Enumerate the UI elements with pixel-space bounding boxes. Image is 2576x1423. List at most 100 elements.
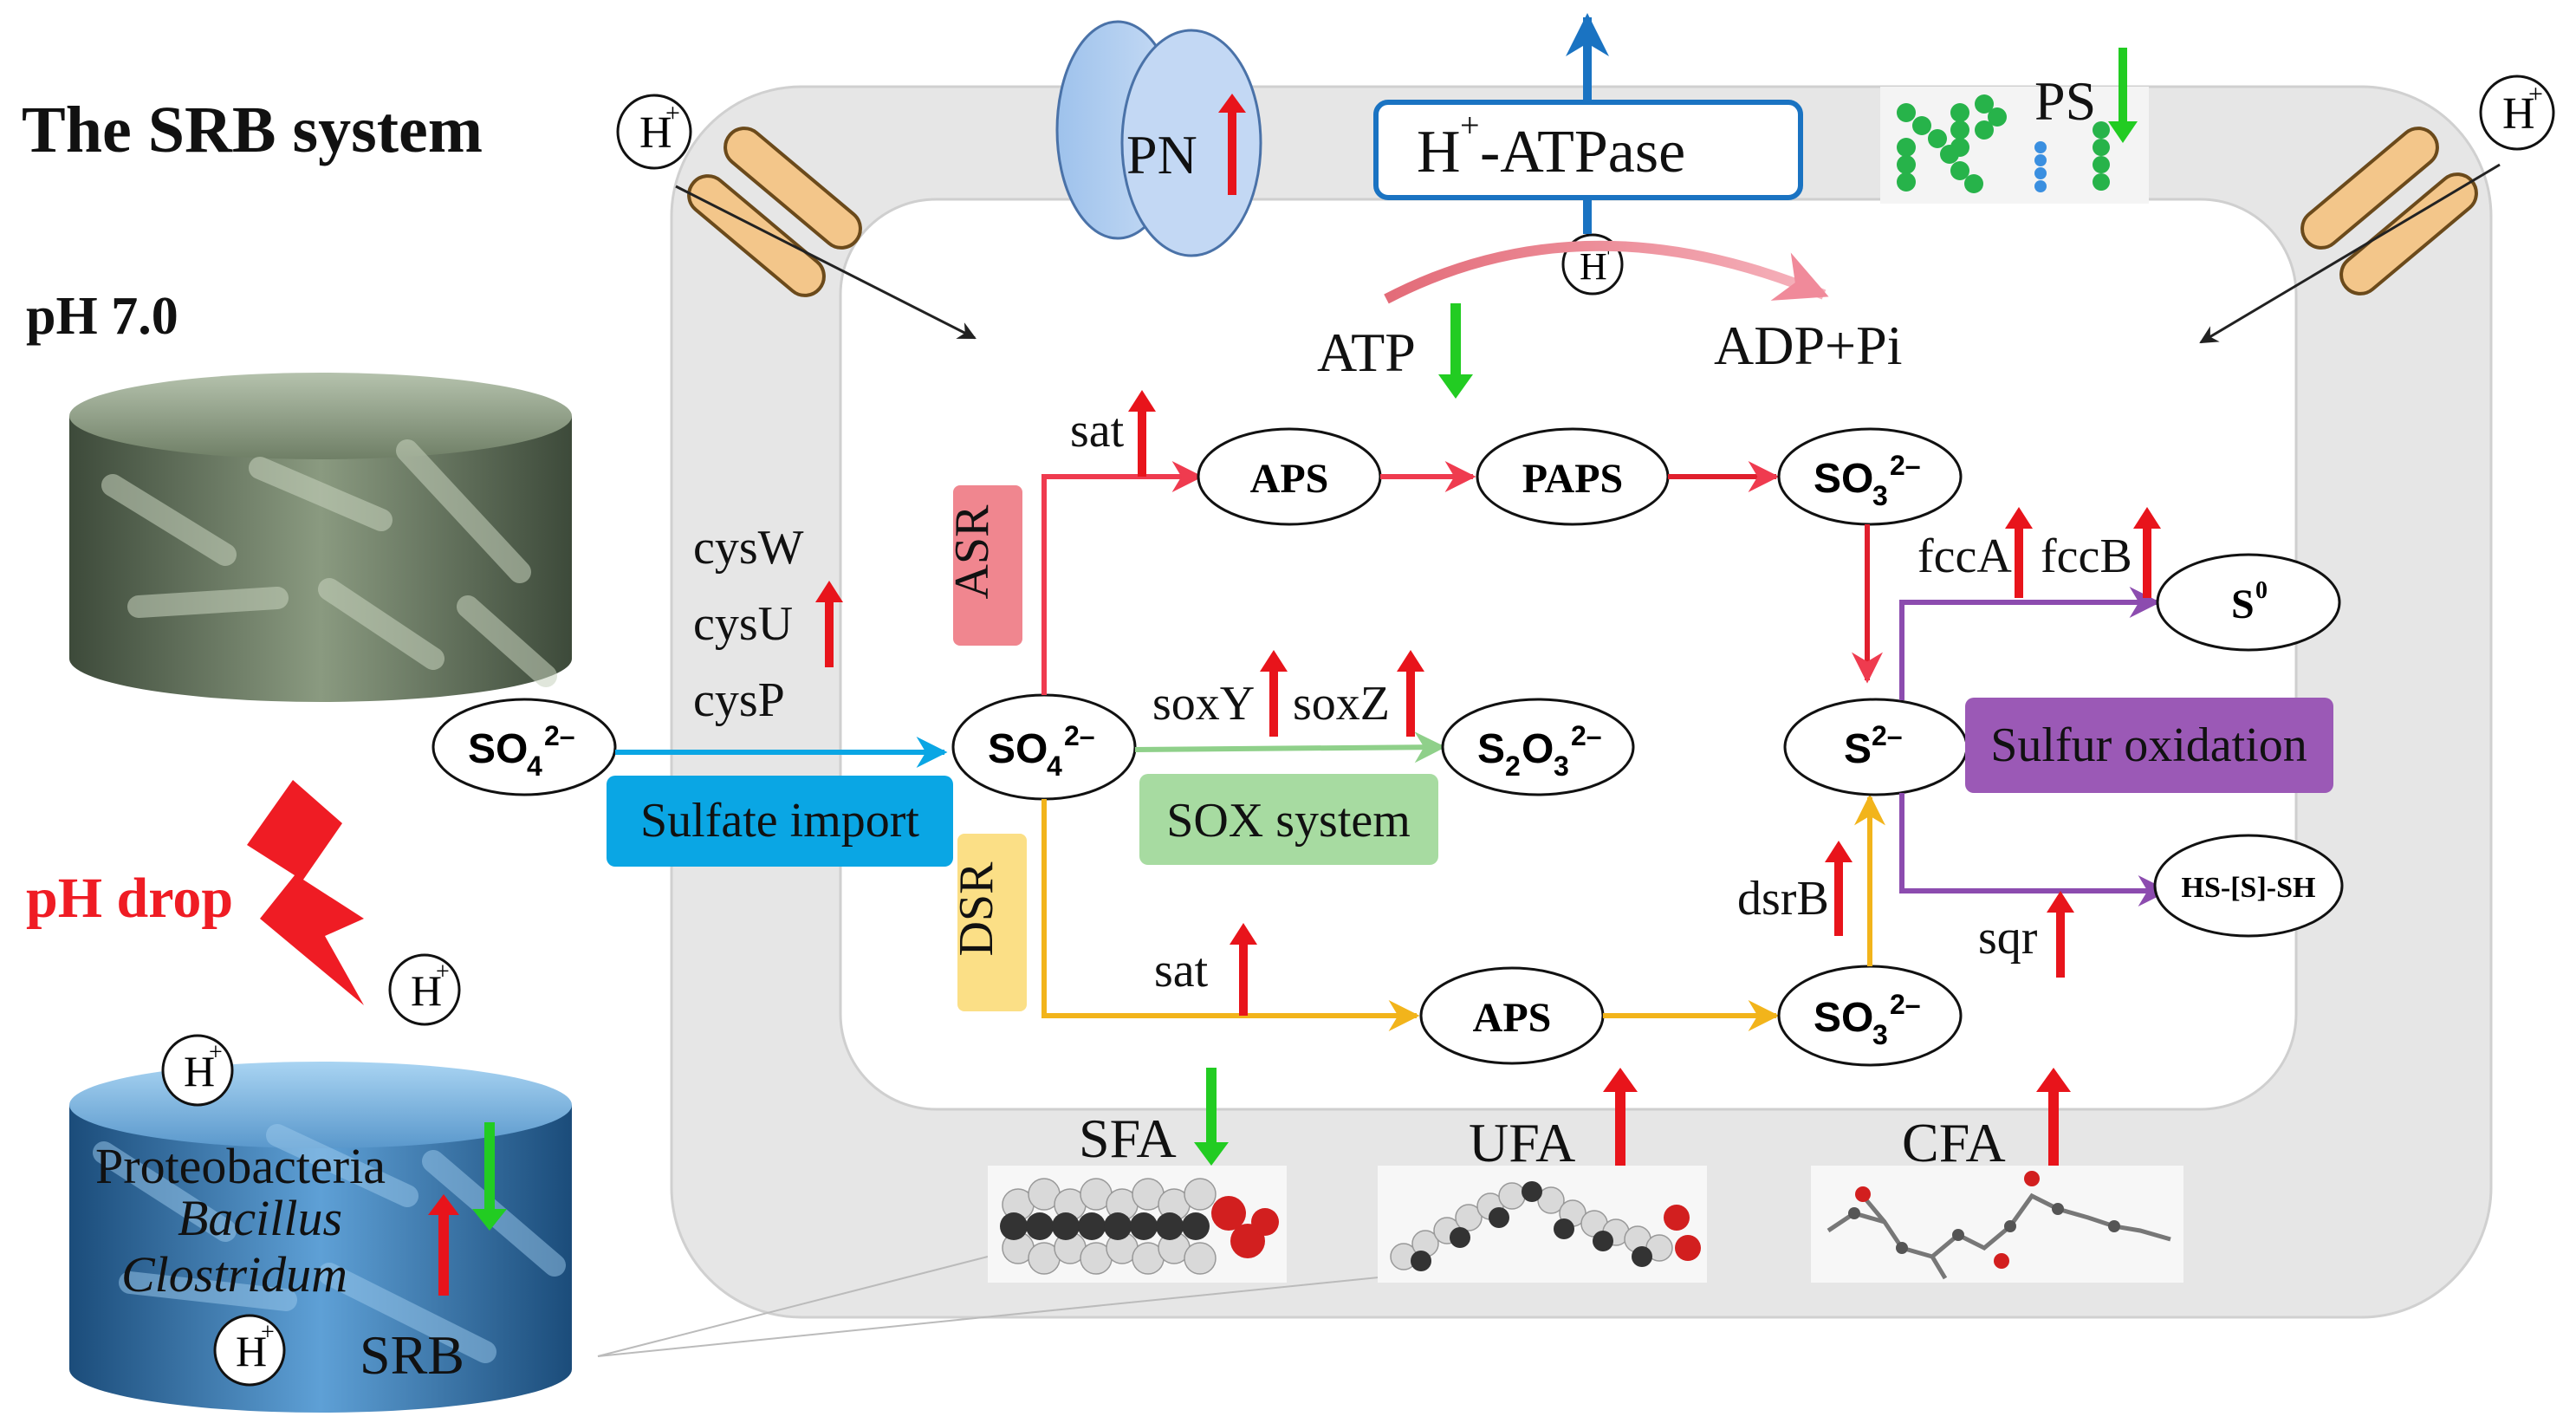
pn-label: PN <box>1126 124 1197 185</box>
s2-to-s0-arrow <box>1899 587 2161 700</box>
so4-in-sup: 2– <box>1064 720 1095 751</box>
bacteria-bacillus: Bacillus <box>178 1190 342 1246</box>
proton-circle: H + <box>616 94 692 170</box>
acid-cylinder <box>69 1062 572 1413</box>
ph-neutral-label: pH 7.0 <box>26 287 178 346</box>
sfa-down-arrowhead <box>1194 1142 1229 1166</box>
fatty-acid-ufa: UFA <box>1469 1112 1575 1173</box>
fatty-acid-cfa: CFA <box>1902 1112 2006 1173</box>
proton-sup: + <box>436 958 450 985</box>
fccA-up-arrowhead <box>2005 507 2033 529</box>
fccB-up-arrowhead <box>2133 507 2161 529</box>
neutral-cylinder <box>69 373 572 702</box>
bacteria-proteobacteria: Proteobacteria <box>95 1138 386 1194</box>
proton-text: H <box>411 966 442 1015</box>
proton-sup: + <box>209 1039 223 1066</box>
s2o3-sup: 2– <box>1571 720 1602 751</box>
gene-sat-asr: sat <box>1070 404 1125 458</box>
gene-fccB: fccB <box>2041 530 2132 583</box>
proton-text: H <box>184 1047 215 1095</box>
proton-sup: + <box>2528 80 2543 108</box>
s2o3-base2: O <box>1522 726 1554 772</box>
diagram-title: The SRB system <box>22 94 483 166</box>
gene-sat-dsr: sat <box>1154 944 1209 997</box>
s2o3-sub1: 2 <box>1505 750 1521 782</box>
sox-arrow <box>1134 731 1446 763</box>
bacillus-up-arrowhead <box>428 1194 459 1215</box>
lightning-bolt-icon <box>247 780 364 1005</box>
proton-text: H <box>2502 89 2535 139</box>
s0-sup: 0 <box>2255 577 2268 604</box>
sulfate-import-label: Sulfate import <box>640 794 919 848</box>
asr-box <box>953 485 1022 646</box>
dsrB-up-arrowhead <box>1825 841 1853 862</box>
proton-text: H <box>639 108 672 158</box>
proteobacteria-down-arrowhead <box>472 1209 507 1231</box>
atp-label: ATP <box>1317 322 1416 383</box>
sat-asr-up-arrowhead <box>1128 390 1156 412</box>
adp-label: ADP+Pi <box>1714 315 1903 376</box>
sulfate-import-box <box>607 776 953 867</box>
sqr-up-arrowhead <box>2047 891 2074 913</box>
ps-down-arrowhead <box>2108 121 2138 143</box>
sox-system-box <box>1139 774 1438 865</box>
proton-text: H <box>1580 245 1607 288</box>
pn-up-arrowhead <box>1218 94 1246 113</box>
so4-out-base: SO <box>468 726 528 772</box>
proton-sup: + <box>261 1319 275 1346</box>
proton-circle: H + <box>161 1034 234 1107</box>
gene-fccA: fccA <box>1917 530 2012 583</box>
ufa-molecule-icon <box>1378 1166 1707 1283</box>
ph-drop-label: pH drop <box>26 867 233 930</box>
sat-dsr-up-arrowhead <box>1230 923 1257 945</box>
gene-dsrB: dsrB <box>1737 872 1829 926</box>
dsr-branch-arrow <box>1041 799 1420 1031</box>
bacteria-clostridum: Clostridum <box>121 1246 347 1303</box>
aps-asr-label: APS <box>1250 456 1329 502</box>
gene-sqr: sqr <box>1978 911 2038 965</box>
proton-circle: H + <box>388 953 461 1026</box>
gene-soxY: soxY <box>1152 677 1255 731</box>
s2o3-base1: S <box>1477 726 1505 772</box>
proton-channel-right <box>2199 127 2501 344</box>
node-s2o3 <box>1441 698 1635 796</box>
gene-cysW: cysW <box>693 521 804 575</box>
node-polysulfide <box>2153 834 2344 938</box>
atpase-h: H <box>1417 119 1461 185</box>
atp-hydrolysis-arc <box>1384 240 1829 304</box>
cfa-up-arrowhead <box>2036 1068 2071 1092</box>
ps-label: PS <box>2034 70 2096 132</box>
gene-soxZ: soxZ <box>1293 677 1390 731</box>
proton-text: H <box>236 1327 267 1375</box>
sfa-molecule-icon <box>988 1166 1287 1283</box>
bacteria-srb: SRB <box>360 1324 464 1386</box>
so4-out-sup: 2– <box>544 720 575 751</box>
s0-base: S <box>2231 582 2255 627</box>
dsr-label: DSR <box>950 861 1003 957</box>
so4-out-sub: 4 <box>527 750 542 782</box>
so4-in-base: SO <box>988 726 1048 772</box>
s2-sup: 2– <box>1872 720 1903 751</box>
node-so4-extracellular <box>431 698 617 796</box>
proton-circle: H + <box>213 1314 286 1387</box>
paps-label: PAPS <box>1522 456 1623 502</box>
asr-label: ASR <box>945 504 999 600</box>
so3-dsr-base: SO <box>1814 995 1873 1041</box>
gene-cysU: cysU <box>693 597 793 651</box>
proton-channel-left <box>675 127 977 340</box>
cell-membrane <box>670 85 2493 1319</box>
ps-polysaccharide-icon <box>1880 87 2149 204</box>
so4-in-sub: 4 <box>1047 750 1062 782</box>
cfa-molecule-icon <box>1811 1166 2183 1283</box>
sulfur-oxidation-label: Sulfur oxidation <box>1990 718 2307 772</box>
so3-asr-sup: 2– <box>1890 450 1921 481</box>
soxZ-up-arrowhead <box>1397 650 1424 672</box>
atpase-box <box>1373 100 1803 200</box>
atpase-h-sup: + <box>1460 106 1480 145</box>
s2-to-polysulfide-arrow <box>1899 793 2170 906</box>
proton-circle: H + <box>2479 75 2555 151</box>
ufa-up-arrowhead <box>1603 1068 1638 1092</box>
sox-system-label: SOX system <box>1166 794 1411 848</box>
dsr-box <box>957 834 1027 1011</box>
